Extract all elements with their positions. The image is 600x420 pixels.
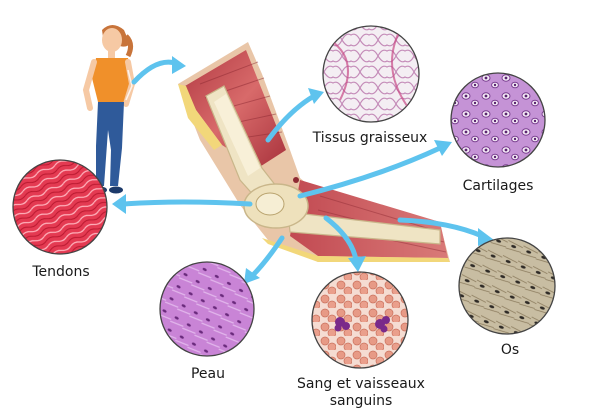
arrow-to-cartilage — [297, 145, 443, 199]
label-blood-line1: Sang et vaisseaux — [297, 376, 425, 392]
arrow-figure-to-elbow — [131, 59, 181, 85]
arrow-heads — [112, 56, 494, 284]
bone-micrograph-icon — [458, 237, 556, 335]
label-blood-line2: sanguins — [329, 393, 393, 409]
arrow-to-bone — [397, 217, 485, 239]
skin-micrograph-icon — [159, 261, 255, 357]
arrow-to-tendons — [121, 199, 253, 207]
elbow-cross-section-icon — [178, 42, 450, 262]
label-skin: Peau — [190, 366, 225, 382]
label-bone: Os — [500, 342, 520, 358]
adipose-tissue-micrograph-icon — [322, 25, 420, 123]
woman-figure-icon — [82, 25, 136, 194]
arrow-to-blood — [323, 215, 359, 263]
label-adipose: Tissus graisseux — [312, 130, 428, 146]
arrow-to-adipose — [265, 93, 317, 143]
blood-micrograph-icon — [311, 271, 409, 369]
label-cartilage: Cartilages — [462, 178, 534, 194]
arrow-to-skin — [249, 235, 285, 279]
label-blood: Sang et vaisseaux sanguins — [286, 376, 436, 410]
tendon-micrograph-icon — [12, 159, 108, 255]
label-tendons: Tendons — [32, 264, 90, 280]
cartilage-micrograph-icon — [450, 72, 546, 168]
